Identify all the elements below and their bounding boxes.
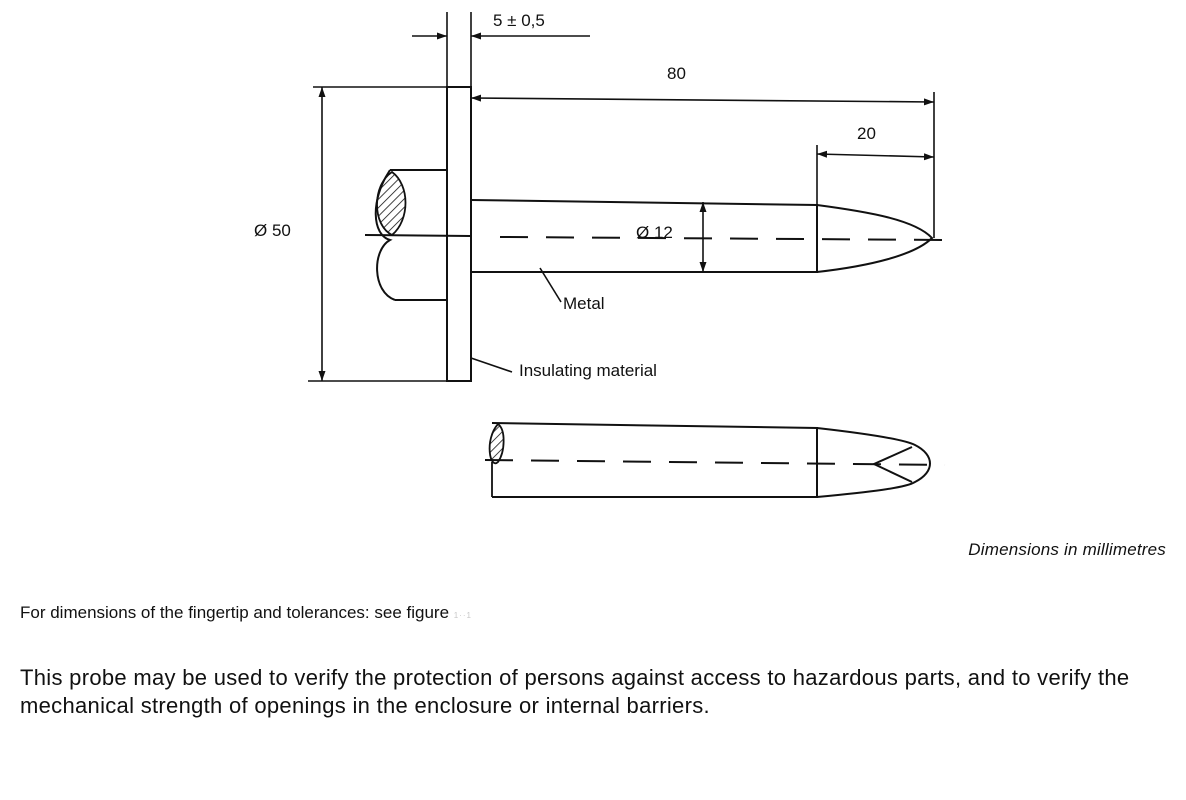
centre-line-upper xyxy=(364,234,471,237)
handle-hatched-section xyxy=(376,170,407,237)
tip-side-view xyxy=(491,422,818,498)
dim-line-overall xyxy=(470,94,935,106)
dim-flange-thickness: 5 ± 0,5 xyxy=(493,11,545,30)
tip-side-view-end xyxy=(816,427,931,498)
label-insulating-material: Insulating material xyxy=(519,361,657,380)
centre-line-upper-dashed xyxy=(499,236,951,241)
leader-insulating xyxy=(470,357,513,373)
figure-reference: 1··1 xyxy=(453,611,472,620)
dim-rod-diameter: Ø 12 xyxy=(636,223,673,242)
centre-line-lower-dashed xyxy=(484,459,946,466)
dim-overall-length: 80 xyxy=(667,64,686,83)
insulating-flange xyxy=(446,86,472,382)
label-metal: Metal xyxy=(563,294,605,313)
rod-tip xyxy=(816,204,934,273)
fingertip-note: For dimensions of the fingertip and tole… xyxy=(20,603,472,623)
probe-description: This probe may be used to verify the pro… xyxy=(20,665,1130,718)
dim-tip-length: 20 xyxy=(857,124,876,143)
test-probe-drawing: 5 ± 0,5 80 20 Ø 50 Ø 12 Metal xyxy=(254,11,951,498)
dim-line-tip xyxy=(816,150,935,161)
fingertip-note-text: For dimensions of the fingertip and tole… xyxy=(20,603,450,622)
dim-flange-diameter: Ø 50 xyxy=(254,221,291,240)
leader-metal xyxy=(539,267,562,303)
metal-rod xyxy=(470,199,818,273)
units-note: Dimensions in millimetres xyxy=(968,540,1166,559)
